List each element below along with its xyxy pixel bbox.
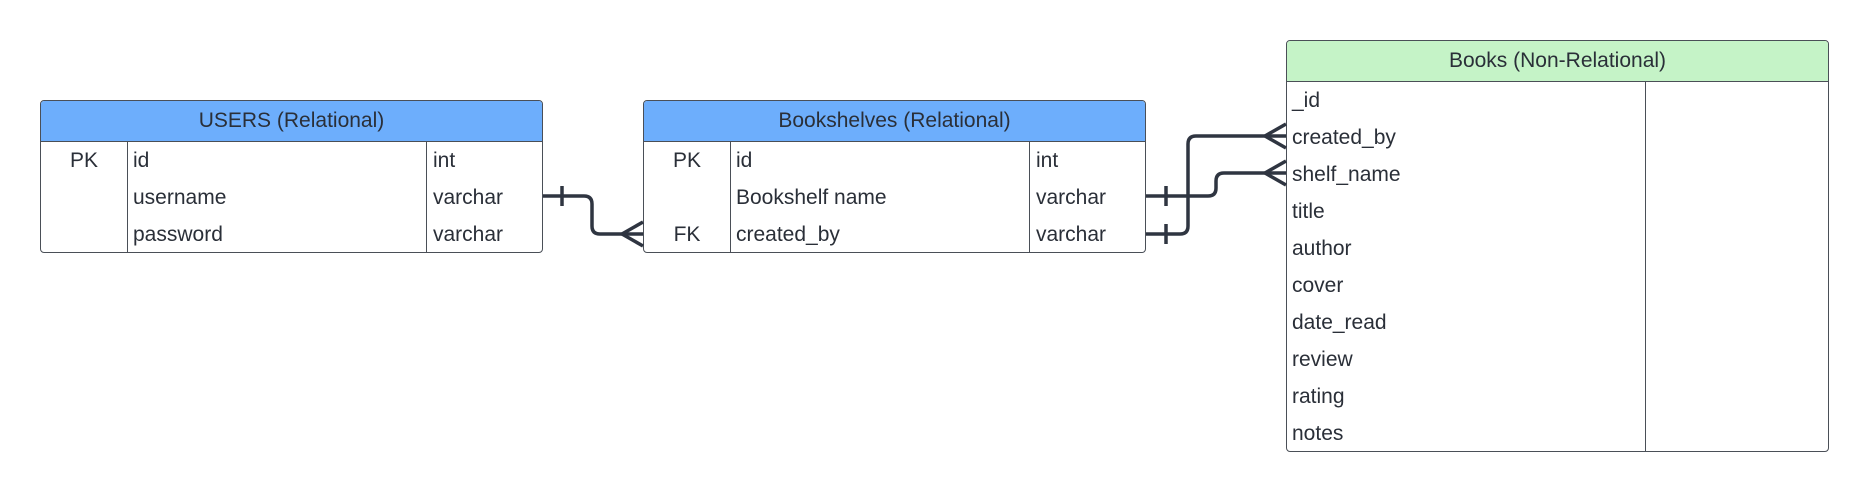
table-row[interactable]: created_by [1287,119,1828,156]
field-name: created_by [1292,126,1396,149]
field-type: varchar [1036,186,1107,209]
table-row[interactable]: Bookshelf name varchar [644,179,1145,216]
field-name: title [1292,200,1325,223]
table-row[interactable]: author [1287,230,1828,267]
field-name: date_read [1292,311,1387,334]
many-crowfoot [620,220,644,248]
many-crowfoot [1263,159,1287,187]
key-cell: FK [673,223,701,246]
table-row[interactable]: _id [1287,82,1828,119]
key-cell: PK [69,149,98,172]
connector-line [543,194,643,236]
table-row[interactable]: PK id int [644,142,1145,179]
table-row[interactable]: notes [1287,415,1828,451]
users-rows: PK id int username varchar password varc… [41,142,542,252]
field-name: shelf_name [1292,163,1401,186]
table-row[interactable]: username varchar [41,179,542,216]
field-name: review [1292,348,1353,371]
field-name: cover [1292,274,1344,297]
table-row[interactable]: title [1287,193,1828,230]
users-table[interactable]: USERS (Relational) PK id int username va… [40,100,543,253]
field-name: created_by [736,223,840,246]
table-row[interactable]: cover [1287,267,1828,304]
field-name: author [1292,237,1352,260]
field-name: _id [1292,89,1321,112]
key-cell [41,216,127,252]
users-key-divider [127,142,128,252]
bookshelves-table-title: Bookshelves (Relational) [644,101,1145,142]
table-row[interactable]: FK created_by varchar [644,216,1145,252]
key-cell [644,179,730,216]
users-type-divider [426,142,427,252]
many-crowfoot [1263,122,1287,150]
connector-line [1146,134,1286,236]
field-name: id [736,149,753,172]
books-rows: _id created_by shelf_name title author c… [1287,82,1828,451]
field-type: int [433,149,456,172]
field-type: varchar [433,223,504,246]
bookshelves-rows: PK id int Bookshelf name varchar FK crea… [644,142,1145,252]
table-row[interactable]: password varchar [41,216,542,252]
field-name: password [133,223,223,246]
table-row[interactable]: review [1287,341,1828,378]
field-name: id [133,149,150,172]
field-type: int [1036,149,1059,172]
relationship-users-to-bookshelves[interactable] [543,186,644,248]
field-type: varchar [1036,223,1107,246]
books-second-column-divider [1645,82,1646,451]
table-row[interactable]: date_read [1287,304,1828,341]
books-table[interactable]: Books (Non-Relational) _id created_by sh… [1286,40,1829,452]
connector-line [1146,171,1286,198]
field-type: varchar [433,186,504,209]
table-row[interactable]: shelf_name [1287,156,1828,193]
table-row[interactable]: rating [1287,378,1828,415]
bookshelves-table[interactable]: Bookshelves (Relational) PK id int Books… [643,100,1146,253]
field-name: rating [1292,385,1345,408]
key-cell [41,179,127,216]
key-cell: PK [672,149,701,172]
field-name: Bookshelf name [736,186,887,209]
field-name: notes [1292,422,1344,445]
bookshelves-key-divider [730,142,731,252]
users-table-title: USERS (Relational) [41,101,542,142]
table-row[interactable]: PK id int [41,142,542,179]
bookshelves-type-divider [1029,142,1030,252]
relationship-bookshelves-to-books-shelf-name[interactable] [1146,159,1287,206]
relationship-bookshelves-to-books-created-by[interactable] [1146,122,1287,244]
field-name: username [133,186,227,209]
books-table-title: Books (Non-Relational) [1287,41,1828,82]
